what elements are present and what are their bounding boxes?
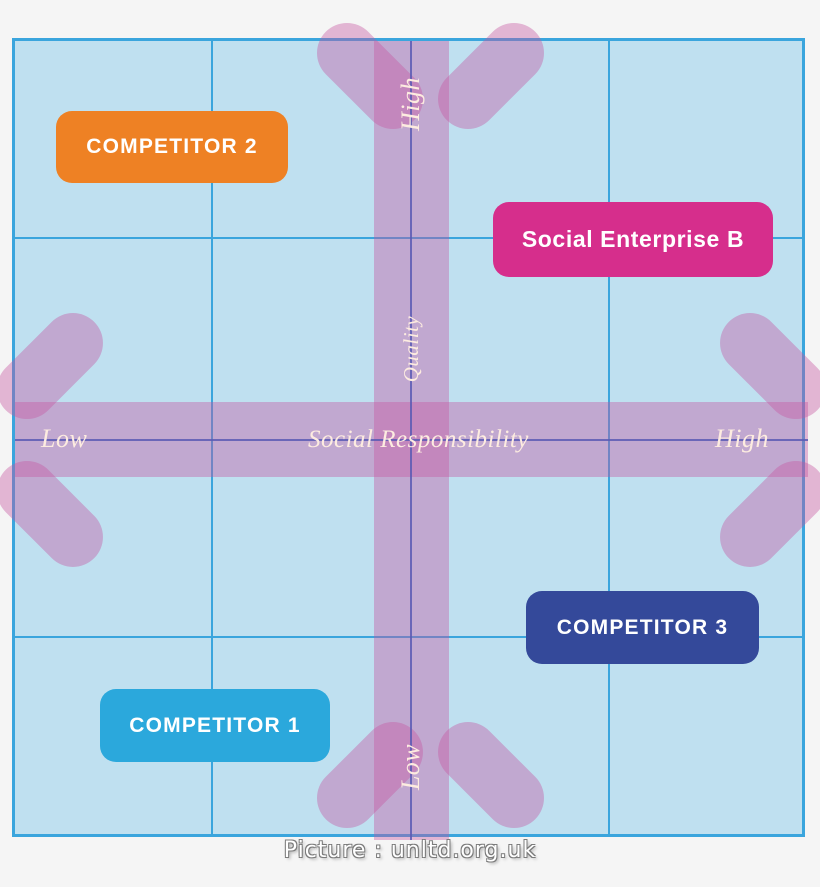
arrow-up-icon: [425, 10, 557, 142]
grid-line-vertical-left: [211, 41, 213, 834]
arrow-right-icon: [707, 300, 820, 432]
source-caption: Picture : unltd.org.uk: [283, 838, 537, 863]
arrow-right-icon: [707, 448, 820, 580]
grid-line-horizontal-top: [15, 237, 802, 239]
x-axis-low-label: Low: [41, 424, 88, 453]
y-axis-low-label: Low: [396, 743, 425, 791]
arrow-left-icon: [0, 448, 116, 580]
arrow-left-icon: [0, 300, 116, 432]
arrow-down-icon: [425, 709, 557, 841]
x-axis-label: Social Responsibility: [308, 426, 529, 453]
x-axis-high-label: High: [715, 424, 769, 453]
y-axis-high-label: High: [396, 77, 425, 131]
positioning-matrix-panel: Social Responsibility Quality Low High H…: [0, 10, 820, 841]
grid-line-vertical-right: [608, 41, 610, 834]
chip-competitor-1[interactable]: COMPETITOR 1: [100, 689, 330, 762]
chip-social-enterprise-b[interactable]: Social Enterprise B: [493, 202, 773, 277]
chip-competitor-2[interactable]: COMPETITOR 2: [56, 111, 288, 183]
y-axis-label: Quality: [399, 315, 423, 383]
chip-competitor-3[interactable]: COMPETITOR 3: [526, 591, 759, 664]
grid-line-horizontal-bottom: [15, 636, 802, 638]
